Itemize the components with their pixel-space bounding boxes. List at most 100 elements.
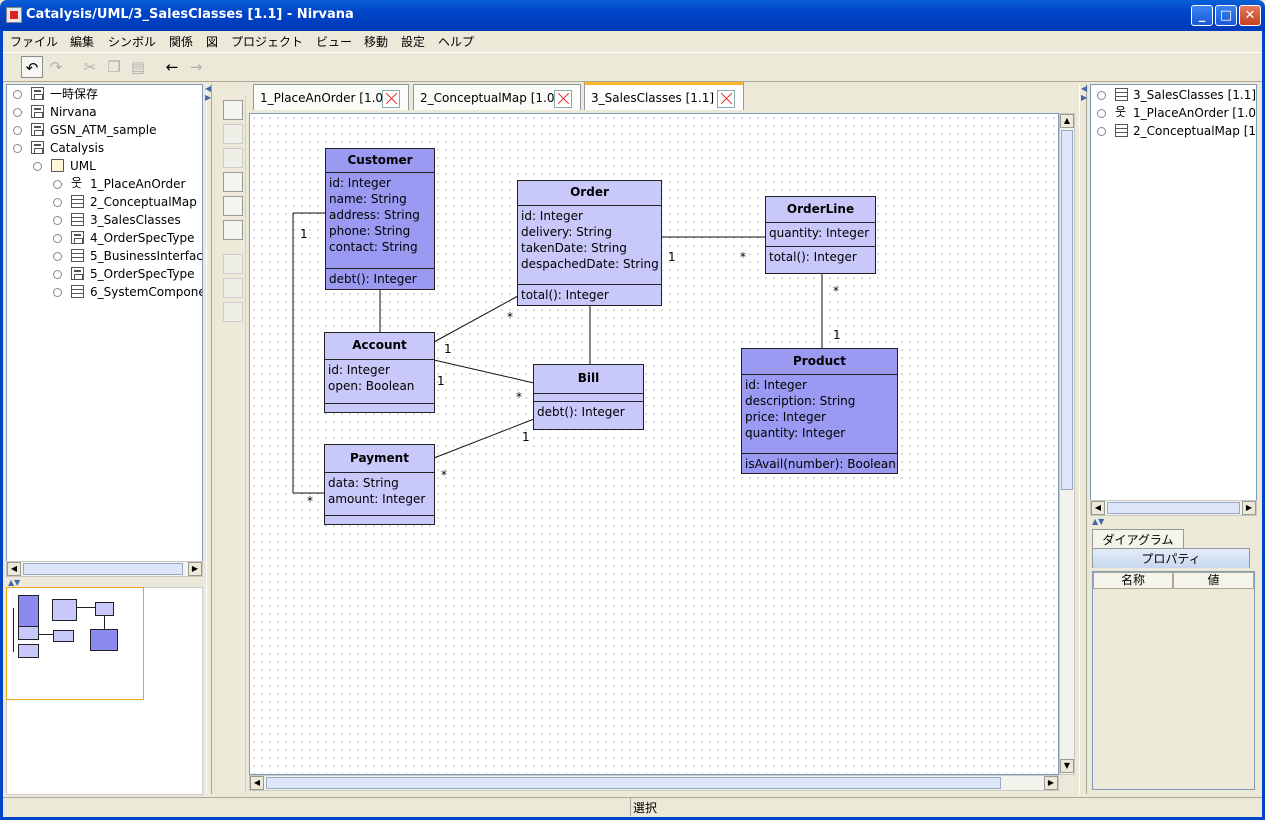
scroll-up-icon[interactable]: ▲ <box>1060 114 1074 128</box>
menu-file[interactable]: ファイル <box>10 35 59 49</box>
account-bill-link[interactable] <box>433 359 535 384</box>
close-button[interactable]: ✕ <box>1239 5 1261 26</box>
scroll-thumb[interactable] <box>23 563 183 575</box>
minimize-button[interactable]: _ <box>1191 5 1213 26</box>
menu-diagram[interactable]: 図 <box>206 35 219 49</box>
dashed-arrow-tool-icon[interactable] <box>223 302 243 322</box>
collapse-icon[interactable] <box>33 162 42 171</box>
expand-icon[interactable] <box>1097 91 1106 100</box>
close-tab-icon[interactable] <box>382 90 400 108</box>
expand-icon[interactable] <box>13 126 22 135</box>
class-customer[interactable]: Customer id: Integer name: String addres… <box>325 148 435 290</box>
column-value-header[interactable]: 値 <box>1173 572 1254 589</box>
tab-property[interactable]: プロパティ <box>1092 548 1250 568</box>
menu-move[interactable]: 移動 <box>364 35 389 49</box>
copy-icon[interactable]: ❐ <box>107 58 121 76</box>
usecase-tool-icon[interactable] <box>223 148 243 168</box>
overview-link <box>39 634 53 635</box>
menu-edit[interactable]: 編集 <box>70 35 95 49</box>
back-button[interactable]: ← <box>165 58 179 76</box>
menu-project[interactable]: プロジェクト <box>231 35 304 49</box>
expand-icon[interactable] <box>53 288 62 297</box>
arrow-tool-icon[interactable] <box>223 254 243 274</box>
overview-class <box>95 602 114 616</box>
close-tab-icon[interactable] <box>554 90 572 108</box>
expand-icon[interactable] <box>53 180 62 189</box>
right-splitter[interactable] <box>1079 84 1087 794</box>
status-text: 選択 <box>633 801 658 815</box>
package-tool-icon[interactable] <box>223 124 243 144</box>
attribute: price: Integer <box>745 410 826 424</box>
class-name: Product <box>742 349 897 375</box>
expand-icon[interactable] <box>53 216 62 225</box>
canvas-hscroll[interactable]: ◀ ▶ <box>249 775 1059 791</box>
expand-icon[interactable] <box>1097 127 1106 136</box>
redo-button[interactable]: ↷ <box>49 58 63 76</box>
undo-button[interactable]: ↶ <box>21 56 43 78</box>
class-payment[interactable]: Payment data: String amount: Integer <box>324 444 435 525</box>
expand-icon[interactable] <box>13 108 22 117</box>
tab-diagram[interactable]: ダイアグラム <box>1092 529 1184 549</box>
cut-icon[interactable]: ✂ <box>83 58 97 76</box>
overview-viewport[interactable] <box>6 587 144 700</box>
scroll-right-icon[interactable]: ▶ <box>1044 776 1058 790</box>
maximize-button[interactable]: □ <box>1215 5 1237 26</box>
diagram-canvas[interactable]: Customer id: Integer name: String addres… <box>249 113 1059 775</box>
class-attributes: id: Integer name: String address: String… <box>326 173 434 269</box>
menu-view[interactable]: ビュー <box>316 35 353 49</box>
forward-button[interactable]: → <box>189 58 203 76</box>
scroll-left-icon[interactable]: ◀ <box>7 562 21 576</box>
right-tree-hscroll[interactable]: ◀ ▶ <box>1090 500 1257 516</box>
note-tool-icon[interactable] <box>223 172 243 192</box>
class-order[interactable]: Order id: Integer delivery: String taken… <box>517 180 662 306</box>
expand-icon[interactable] <box>53 252 62 261</box>
scroll-thumb[interactable] <box>1061 130 1073 490</box>
class-product[interactable]: Product id: Integer description: String … <box>741 348 898 474</box>
expand-icon[interactable] <box>1097 109 1106 118</box>
tree-label: 5_BusinessInterface <box>90 249 203 263</box>
tab-salesclasses[interactable]: 3_SalesClasses [1.1] <box>584 82 744 110</box>
splitter-arrows-icon[interactable]: ▲▼ <box>8 578 21 587</box>
expand-icon[interactable] <box>53 234 62 243</box>
class-attributes: id: Integer description: String price: I… <box>742 375 897 454</box>
left-tree-hscroll[interactable]: ◀ ▶ <box>6 561 203 577</box>
payment-bill-link[interactable] <box>433 418 535 459</box>
scroll-thumb[interactable] <box>266 777 1001 789</box>
close-tab-icon[interactable] <box>717 90 735 108</box>
canvas-vscroll[interactable]: ▲ ▼ <box>1059 113 1075 775</box>
expand-icon[interactable] <box>13 90 22 99</box>
class-bill[interactable]: Bill debt(): Integer <box>533 364 644 430</box>
text-tool-icon[interactable] <box>223 220 243 240</box>
menu-help[interactable]: ヘルプ <box>438 35 475 49</box>
class-orderline[interactable]: OrderLine quantity: Integer total(): Int… <box>765 196 876 274</box>
expand-icon[interactable] <box>53 198 62 207</box>
usecase-icon: 웃 <box>1115 105 1127 119</box>
left-splitter[interactable] <box>206 84 212 794</box>
tab-placeanorder[interactable]: 1_PlaceAnOrder [1.0] <box>253 84 409 110</box>
paste-icon[interactable]: ▤ <box>130 58 146 76</box>
folder-tool-icon[interactable] <box>223 196 243 216</box>
order-account-link[interactable] <box>433 295 519 343</box>
splitter-arrows-icon[interactable]: ▲▼ <box>1092 517 1105 526</box>
line-tool-icon[interactable] <box>223 278 243 298</box>
scroll-left-icon[interactable]: ◀ <box>1091 501 1105 515</box>
menu-relation[interactable]: 関係 <box>169 35 194 49</box>
menu-settings[interactable]: 設定 <box>401 35 426 49</box>
splitter-arrows-icon[interactable]: ◀▶ <box>205 84 212 102</box>
class-account[interactable]: Account id: Integer open: Boolean <box>324 332 435 413</box>
splitter-arrows-icon[interactable]: ◀▶ <box>1081 84 1088 102</box>
menu-symbol[interactable]: シンボル <box>108 35 157 49</box>
class-tool-icon[interactable] <box>223 100 243 120</box>
scroll-left-icon[interactable]: ◀ <box>250 776 264 790</box>
tab-conceptualmap[interactable]: 2_ConceptualMap [1.0] <box>413 84 581 110</box>
expand-icon[interactable] <box>53 270 62 279</box>
title-bar <box>0 0 1265 31</box>
class-operations: total(): Integer <box>518 285 661 305</box>
scroll-thumb[interactable] <box>1107 502 1240 514</box>
scroll-right-icon[interactable]: ▶ <box>1242 501 1256 515</box>
collapse-icon[interactable] <box>13 144 22 153</box>
multiplicity-label: * <box>307 494 313 508</box>
scroll-down-icon[interactable]: ▼ <box>1060 759 1074 773</box>
column-name-header[interactable]: 名称 <box>1093 572 1173 589</box>
scroll-right-icon[interactable]: ▶ <box>188 562 202 576</box>
